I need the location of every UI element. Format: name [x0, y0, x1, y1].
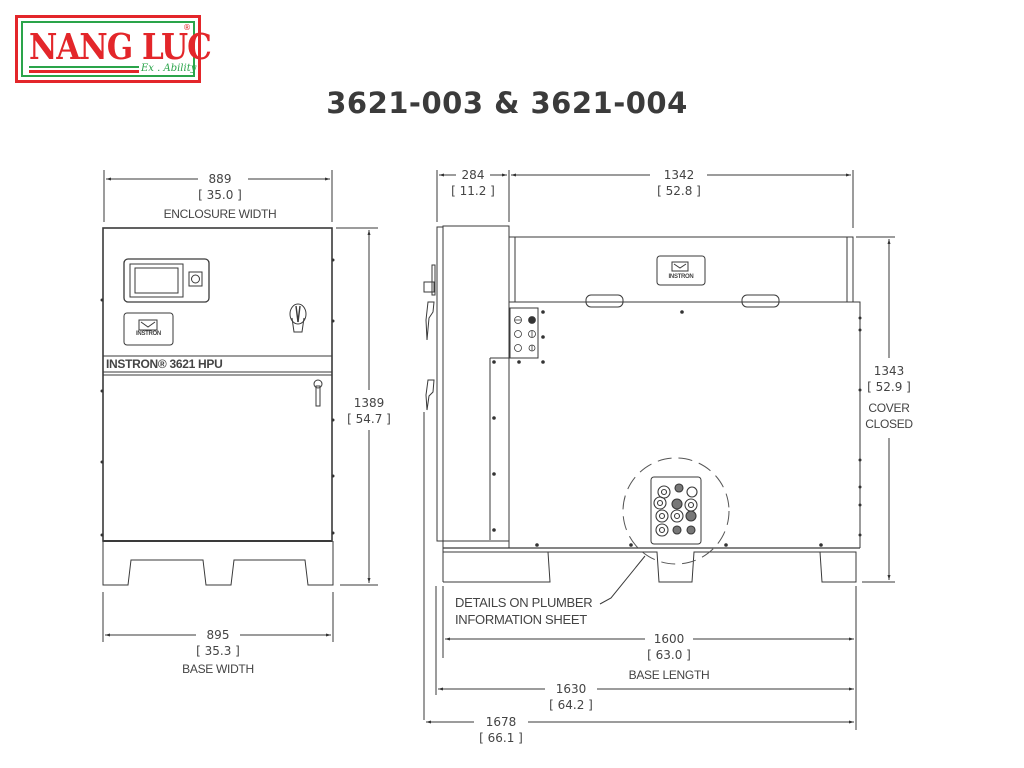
enclosure-width-in: [ 35.0 ]	[190, 187, 250, 203]
base-width-label: BASE WIDTH	[182, 662, 254, 676]
body-length-in: [ 52.8 ]	[650, 183, 708, 199]
callout-line-2: INFORMATION SHEET	[455, 612, 587, 627]
side-view	[423, 170, 895, 730]
overall-2-in: [ 66.1 ]	[472, 730, 530, 746]
logo-red-stripe	[29, 70, 139, 73]
logo-tagline: Ex . Ability	[141, 63, 197, 74]
cover-height-in: [ 52.9 ]	[862, 379, 916, 395]
front-panel-label: INSTRON® 3621 HPU	[106, 357, 223, 371]
base-width-mm: 895	[196, 627, 240, 643]
overall-2-mm: 1678	[478, 714, 524, 730]
front-view	[100, 170, 378, 642]
logo-brand: NANG LUC	[29, 27, 212, 69]
cover-height-mm: 1343	[866, 363, 912, 379]
overall-1-mm: 1630	[548, 681, 594, 697]
logo-green-stripe	[29, 66, 139, 68]
height-mm: 1389	[346, 395, 392, 411]
base-length-in: [ 63.0 ]	[640, 647, 698, 663]
door-depth-mm: 284	[456, 167, 490, 183]
front-instron-badge: INSTRON	[136, 331, 161, 337]
cover-instron-badge: INSTRON	[668, 274, 694, 280]
cover-label-2: CLOSED	[865, 417, 913, 431]
enclosure-width-label: ENCLOSURE WIDTH	[163, 207, 277, 221]
overall-1-in: [ 64.2 ]	[542, 697, 600, 713]
base-width-in: [ 35.3 ]	[188, 643, 248, 659]
body-length-mm: 1342	[652, 167, 706, 183]
base-length-label: BASE LENGTH	[628, 668, 710, 682]
logo-frame: NANG LUC ® Ex . Ability	[21, 21, 212, 77]
callout-line-1: DETAILS ON PLUMBER	[455, 595, 593, 610]
nang-luc-logo: NANG LUC ® Ex . Ability	[15, 15, 212, 83]
base-length-mm: 1600	[646, 631, 692, 647]
door-depth-in: [ 11.2 ]	[446, 183, 500, 199]
cover-label-1: COVER	[868, 401, 910, 415]
page-title: 3621-003 & 3621-004	[326, 86, 688, 120]
height-in: [ 54.7 ]	[342, 411, 396, 427]
logo-registered-mark: ®	[183, 23, 191, 32]
enclosure-width-mm: 889	[198, 171, 242, 187]
